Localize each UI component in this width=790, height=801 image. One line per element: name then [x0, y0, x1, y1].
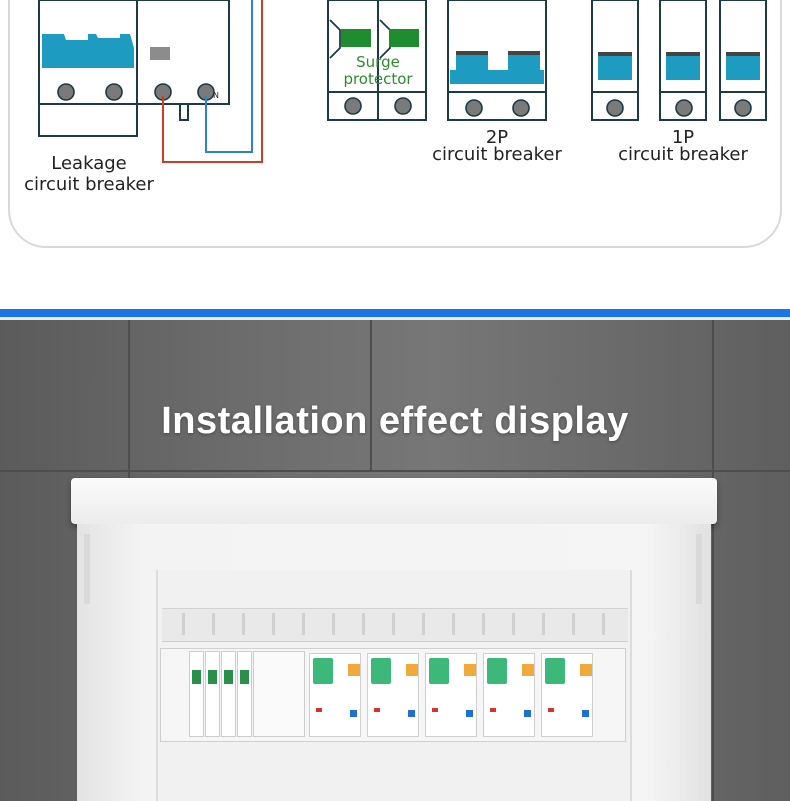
one-pole-breaker-label-line2: circuit breaker — [618, 144, 748, 165]
surge-protector — [327, 0, 427, 121]
terminal-screw — [512, 99, 530, 117]
terminal-screw — [105, 83, 123, 101]
rail-slot — [302, 613, 305, 635]
neutral-terminal-label: N — [213, 91, 219, 100]
rail-slot — [242, 613, 245, 635]
spd-module — [189, 651, 204, 737]
rcbo-module — [483, 653, 535, 737]
rail-slot — [602, 613, 605, 635]
rail-slot — [182, 613, 185, 635]
rail-slot — [452, 613, 455, 635]
breaker-module-row — [160, 648, 626, 742]
box-side-notch — [696, 534, 702, 604]
one-pole-breaker — [719, 0, 767, 121]
spd-module — [205, 651, 220, 737]
section-divider-highlight — [0, 317, 790, 320]
surge-protector-label-line1: Surge — [356, 53, 400, 71]
rail-slot — [512, 613, 515, 635]
rail-slot — [272, 613, 275, 635]
rail-slot — [542, 613, 545, 635]
box-side-notch — [84, 534, 90, 604]
rcbo-module — [541, 653, 593, 737]
rcbo-module — [425, 653, 477, 737]
surge-protector-label-line2: protector — [343, 70, 413, 88]
din-rail-cover — [162, 608, 628, 642]
terminal-screw — [344, 97, 362, 115]
rcbo-module — [367, 653, 419, 737]
terminal-screw — [394, 97, 412, 115]
neutral-wire — [205, 0, 253, 153]
spd-module — [237, 651, 252, 737]
distribution-box-lid — [71, 478, 717, 524]
wall-tile-joint — [0, 470, 790, 472]
two-pole-breaker — [447, 0, 547, 121]
spd-module — [221, 651, 236, 737]
test-indicator — [150, 47, 170, 60]
one-pole-breaker — [591, 0, 639, 121]
terminal-screw — [465, 99, 483, 117]
rail-slot — [392, 613, 395, 635]
surge-device-module — [253, 651, 305, 737]
rail-slot — [482, 613, 485, 635]
rail-slot — [332, 613, 335, 635]
wall-tile-joint — [712, 320, 714, 801]
rail-slot — [572, 613, 575, 635]
terminal-screw — [57, 83, 75, 101]
rcbo-module — [309, 653, 361, 737]
leakage-breaker-label-line2: circuit breaker — [24, 174, 154, 195]
section-divider — [0, 309, 790, 317]
installation-photo: Installation effect display — [0, 320, 790, 801]
terminal-screw — [734, 99, 752, 117]
terminal-screw — [606, 99, 624, 117]
leakage-breaker — [38, 0, 230, 137]
terminal-screw — [675, 99, 693, 117]
live-wire — [162, 0, 263, 163]
one-pole-breaker-label-line1: 1P — [671, 127, 695, 148]
installation-title: Installation effect display — [161, 400, 629, 442]
wall-tile-joint — [370, 320, 372, 470]
two-pole-breaker-label-line1: 2P — [485, 127, 509, 148]
leakage-breaker-label-line1: Leakage — [51, 153, 127, 174]
rail-slot — [422, 613, 425, 635]
wiring-diagram — [38, 0, 767, 163]
rail-slot — [362, 613, 365, 635]
one-pole-breaker — [659, 0, 707, 121]
rail-slot — [212, 613, 215, 635]
two-pole-breaker-label-line2: circuit breaker — [432, 144, 562, 165]
